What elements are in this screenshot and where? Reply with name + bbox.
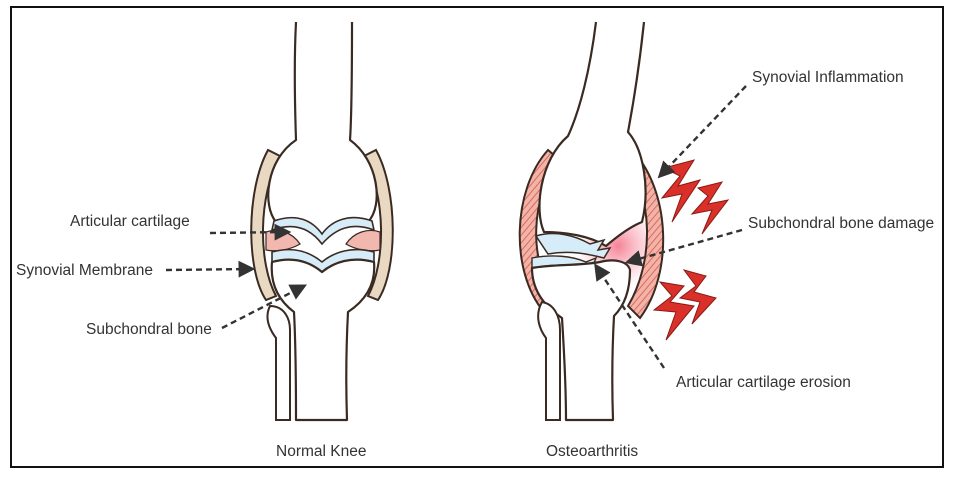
label-subchondral-bone: Subchondral bone	[86, 322, 212, 338]
normal-synovial-fluid-left	[266, 231, 300, 251]
osteoarthritis-knee	[520, 22, 728, 420]
lightning-bolt-icon	[654, 160, 728, 340]
normal-knee	[251, 22, 393, 420]
caption-normal-knee: Normal Knee	[276, 444, 366, 460]
label-synovial-inflammation: Synovial Inflammation	[752, 70, 904, 86]
oa-femur	[539, 22, 645, 246]
label-subchondral-bone-damage: Subchondral bone damage	[748, 216, 934, 232]
label-articular-cartilage: Articular cartilage	[70, 214, 190, 230]
normal-synovial-fluid-right	[346, 231, 380, 251]
arrow-synovial-membrane	[166, 269, 252, 270]
arrow-synovial-inflammation	[660, 86, 746, 176]
label-synovial-membrane: Synovial Membrane	[16, 263, 153, 279]
label-articular-cartilage-erosion: Articular cartilage erosion	[676, 375, 851, 391]
normal-fibula	[268, 306, 290, 420]
normal-femur	[268, 22, 376, 238]
caption-osteoarthritis: Osteoarthritis	[546, 444, 638, 460]
oa-fibula	[538, 302, 560, 420]
